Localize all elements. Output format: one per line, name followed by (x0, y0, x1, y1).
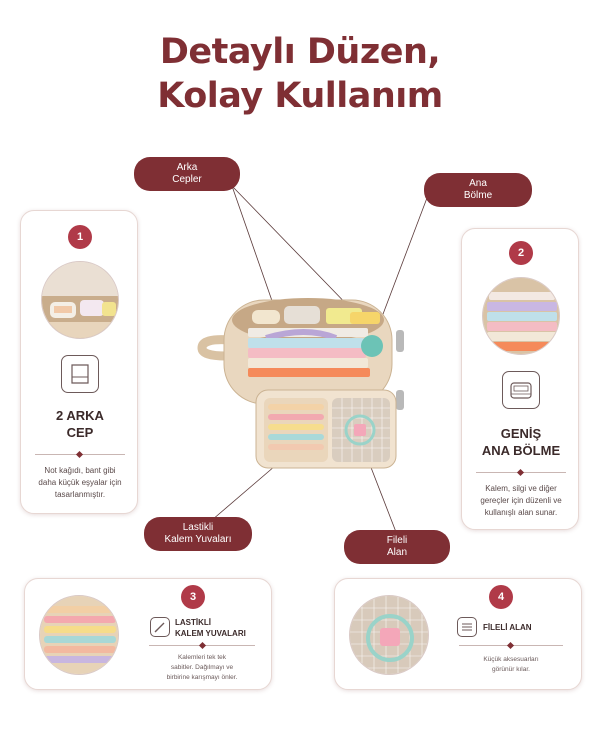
callout-fileli-line1: Fileli (386, 535, 408, 546)
callout-arka-cepler-line2: Cepler (172, 174, 202, 185)
card-1-desc-line2: daha küçük eşyalar için (38, 478, 122, 487)
card-2-desc-line3: kullanışlı alan sunar. (484, 508, 558, 517)
callout-fileli: Fileli Alan (344, 530, 450, 564)
card-1-heading-line1: 2 ARKA (56, 408, 104, 423)
title-line-1: Detaylı Düzen, (159, 32, 441, 72)
card-3-heading: LASTİKLİ KALEM YUVALARI (175, 617, 271, 639)
callout-lastikli: Lastikli Kalem Yuvaları (144, 517, 252, 551)
feature-card-4: 4 FİLELİ ALAN Küçük aksesuarları görünür… (334, 578, 582, 690)
card-3-photo (39, 595, 119, 675)
card-2-photo (482, 277, 560, 355)
pencil-case-illustration (197, 298, 404, 469)
mesh-icon (457, 617, 477, 637)
pen-icon (150, 617, 170, 637)
card-2-divider-diamond (516, 468, 525, 477)
callout-ana-bolme-line1: Ana (469, 178, 487, 189)
card-4-number: 4 (489, 585, 513, 609)
card-1-heading-line2: CEP (66, 425, 94, 440)
card-2-desc-line2: gereçler için düzenli ve (480, 496, 562, 505)
feature-card-2: 2 GENİŞ ANA BÖLME Kalem, silgi ve diğer … (461, 228, 579, 530)
card-2-heading: GENİŞ ANA BÖLME (462, 425, 580, 459)
card-1-divider-diamond (75, 450, 84, 459)
card-3-divider-diamond (198, 641, 207, 650)
card-1-desc-line1: Not kağıdı, bant gibi (44, 466, 116, 475)
card-3-desc-line1: Kalemleri tek tek (177, 654, 227, 661)
card-3-desc-line3: birbirine karışmayı önler. (166, 674, 238, 681)
card-1-desc-line3: tasarlanmıştır. (54, 490, 106, 499)
card-3-desc-line2: sabitler. Dağılmayı ve (170, 664, 234, 671)
card-4-desc-line2: görünür kılar. (492, 666, 530, 673)
card-2-number: 2 (509, 241, 533, 265)
card-2-heading-line2: ANA BÖLME (481, 443, 561, 458)
pencil-case-icon (502, 371, 540, 409)
card-2-desc-line1: Kalem, silgi ve diğer (485, 484, 557, 493)
card-1-photo (41, 261, 119, 339)
feature-card-1: 1 2 ARKA CEP Not kağıdı, bant gibi daha … (20, 210, 138, 514)
card-1-number: 1 (68, 225, 92, 249)
card-4-photo (349, 595, 429, 675)
card-2-heading-line1: GENİŞ (500, 426, 542, 441)
card-4-description: Küçük aksesuarları görünür kılar. (447, 655, 575, 675)
pocket-icon (61, 355, 99, 393)
callout-ana-bolme: Ana Bölme (424, 173, 532, 207)
card-1-heading: 2 ARKA CEP (21, 407, 139, 441)
feature-card-3: 3 LASTİKLİ KALEM YUVALARI Kalemleri tek … (24, 578, 272, 690)
callout-arka-cepler: Arka Cepler (134, 157, 240, 191)
callout-fileli-line2: Alan (386, 547, 407, 558)
card-2-description: Kalem, silgi ve diğer gereçler için düze… (466, 483, 576, 519)
callout-ana-bolme-line2: Bölme (463, 190, 493, 201)
callout-lastikli-line2: Kalem Yuvaları (164, 534, 232, 545)
card-3-heading-line1: LASTİKLİ (175, 618, 211, 627)
card-4-divider-diamond (506, 641, 515, 650)
callout-arka-cepler-line1: Arka (176, 162, 198, 173)
card-4-desc-line1: Küçük aksesuarları (483, 656, 539, 663)
page-title: Detaylı Düzen, Kolay Kullanım (0, 30, 600, 118)
card-3-number: 3 (181, 585, 205, 609)
card-3-heading-line2: KALEM YUVALARI (175, 629, 246, 638)
callout-lastikli-line1: Lastikli (182, 522, 214, 533)
card-1-description: Not kağıdı, bant gibi daha küçük eşyalar… (25, 465, 135, 501)
card-3-description: Kalemleri tek tek sabitler. Dağılmayı ve… (137, 653, 267, 683)
title-line-2: Kolay Kullanım (157, 76, 443, 116)
card-4-heading: FİLELİ ALAN (483, 623, 532, 632)
